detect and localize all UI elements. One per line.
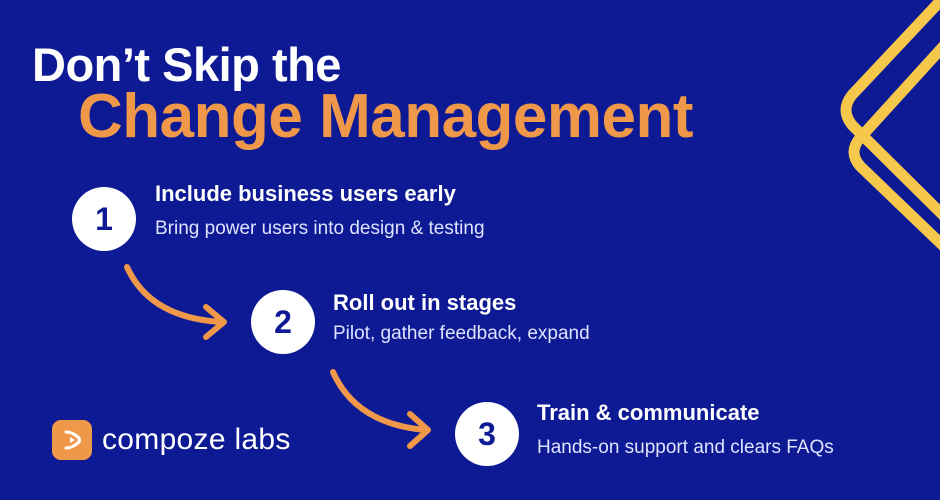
brand-name: compoze labs [102, 423, 291, 456]
headline-line-1: Don’t Skip the [32, 38, 341, 91]
brand-logo: compoze labs [52, 420, 291, 460]
step-3-title: Train & communicate [537, 400, 760, 425]
arrow-step1-to-step2 [124, 264, 227, 340]
step-2-number-badge: 2 [251, 290, 315, 354]
step-2-description: Pilot, gather feedback, expand [333, 323, 590, 344]
step-1-title: Include business users early [155, 181, 456, 206]
step-2-title: Roll out in stages [333, 290, 517, 315]
step-1-number-badge: 1 [72, 187, 136, 251]
play-logo-icon [52, 420, 92, 460]
step-3-number-badge: 3 [455, 402, 519, 466]
step-1-description: Bring power users into design & testing [155, 218, 485, 239]
headline-line-2: Change Management [78, 82, 694, 151]
arrow-step2-to-step3 [330, 369, 431, 449]
step-3-description: Hands-on support and clears FAQs [537, 437, 834, 458]
decorative-chevron-shape [840, 0, 940, 251]
